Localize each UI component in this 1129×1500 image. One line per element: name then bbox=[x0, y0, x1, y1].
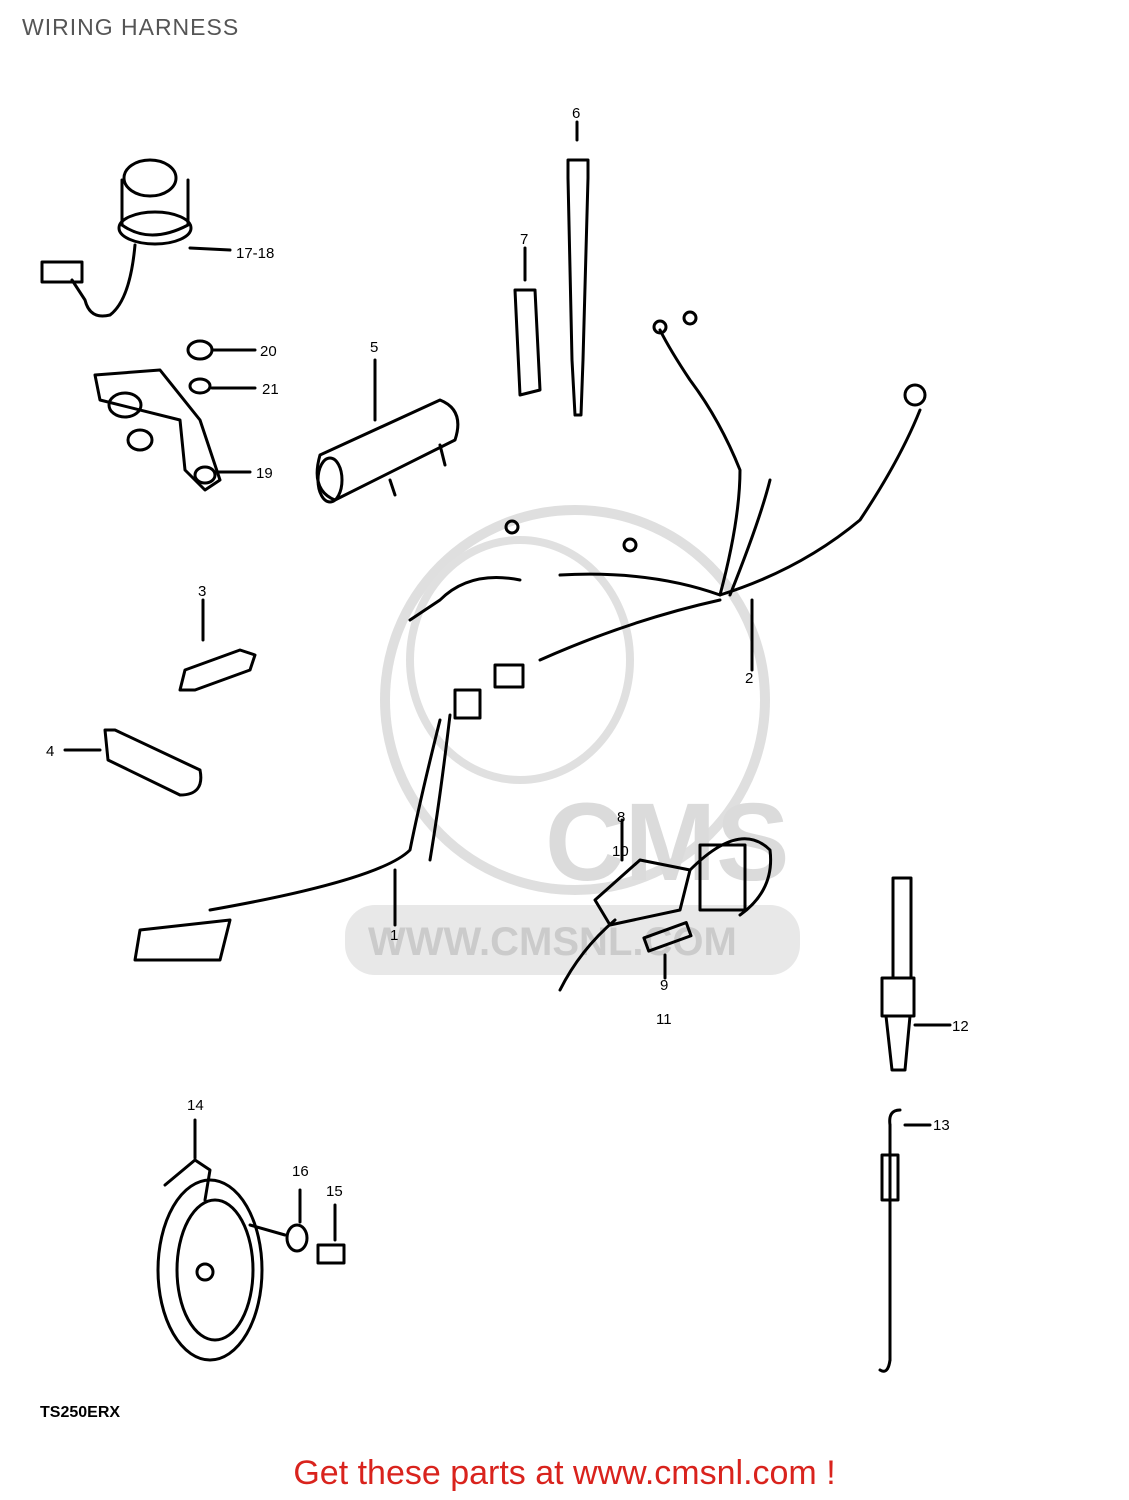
callout-4: 4 bbox=[46, 743, 54, 760]
horn-part bbox=[156, 1118, 287, 1362]
callout-11: 11 bbox=[656, 1011, 672, 1028]
main-harness-part bbox=[408, 310, 927, 689]
watermark-site: WWW.CMSNL.COM bbox=[368, 920, 737, 964]
ignition-coil-part bbox=[315, 358, 460, 504]
cable-strap-long-part bbox=[566, 120, 590, 417]
callout-7: 7 bbox=[520, 231, 528, 248]
callout-15: 15 bbox=[326, 1183, 343, 1200]
bolt-part bbox=[186, 339, 257, 361]
callout-labels: 1 2 3 4 5 6 7 8 9 10 11 12 13 14 15 16 1… bbox=[46, 105, 969, 1200]
horn-bolt-part bbox=[316, 1203, 346, 1265]
washer-part bbox=[188, 377, 257, 395]
callout-12: 12 bbox=[952, 1018, 969, 1035]
spark-plug-part bbox=[880, 876, 952, 1072]
footer-link[interactable]: Get these parts at www.cmsnl.com ! bbox=[293, 1454, 836, 1492]
sub-harness-part bbox=[133, 688, 482, 962]
bracket-part bbox=[93, 368, 252, 492]
watermark-logo: CMS bbox=[545, 781, 789, 904]
callout-20: 20 bbox=[260, 343, 277, 360]
callout-13: 13 bbox=[933, 1117, 950, 1134]
watermark: CMS WWW.CMSNL.COM bbox=[345, 505, 800, 975]
clamp-4-part bbox=[63, 728, 203, 797]
callout-16: 16 bbox=[292, 1163, 309, 1180]
callout-8: 8 bbox=[617, 809, 625, 826]
callout-10: 10 bbox=[612, 843, 629, 860]
callout-19: 19 bbox=[256, 465, 273, 482]
ignition-switch-part bbox=[40, 158, 232, 318]
model-code: TS250ERX bbox=[40, 1404, 121, 1421]
callout-9: 9 bbox=[660, 977, 668, 994]
callout-2: 2 bbox=[745, 670, 753, 687]
callout-17-18: 17-18 bbox=[236, 245, 274, 262]
callout-1: 1 bbox=[390, 927, 398, 944]
cable-part bbox=[878, 1108, 932, 1373]
fuse-holder-part bbox=[558, 818, 773, 992]
fuse-part bbox=[642, 921, 693, 980]
callout-5: 5 bbox=[370, 339, 378, 356]
cable-strap-short-part bbox=[513, 246, 542, 397]
clamp-3-part bbox=[178, 598, 257, 692]
horn-washer-part bbox=[285, 1188, 309, 1253]
callout-21: 21 bbox=[262, 381, 279, 398]
callout-14: 14 bbox=[187, 1097, 204, 1114]
callout-6: 6 bbox=[572, 105, 580, 122]
page-title: WIRING HARNESS bbox=[22, 14, 240, 40]
callout-3: 3 bbox=[198, 583, 206, 600]
